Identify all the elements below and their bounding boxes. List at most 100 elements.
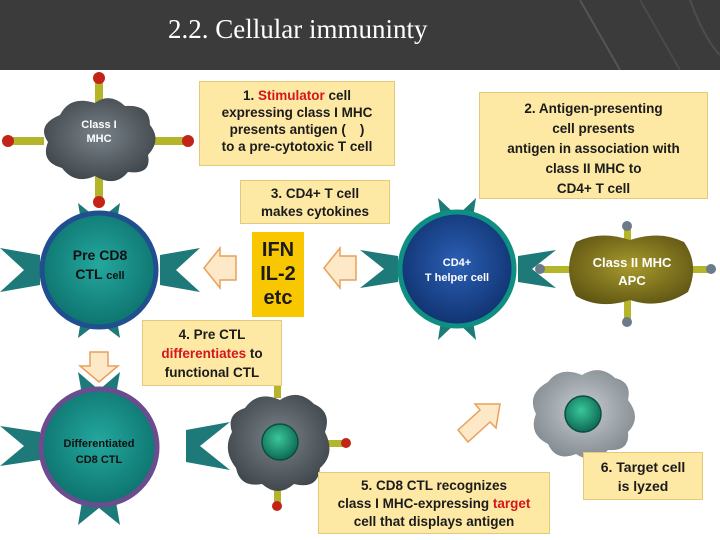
step-4-line1: 4. Pre CTL xyxy=(178,327,246,342)
tcr-receptor-icon xyxy=(518,250,556,288)
step-2-line1: 2. Antigen-presenting xyxy=(524,101,663,116)
arrow-left-icon xyxy=(203,245,237,291)
step-5-line2: class I MHC-expressing xyxy=(337,496,490,511)
step-4-highlight: differentiates xyxy=(161,346,247,361)
step-2-line2: cell presents xyxy=(552,121,635,136)
step-1-line1: cell xyxy=(328,88,352,103)
step-4-line2: to xyxy=(249,346,263,361)
apc-label-line1: Class II MHC xyxy=(592,255,672,270)
antigen-icon xyxy=(2,135,14,147)
helper-label-line2: T helper cell xyxy=(424,272,490,284)
helper-body xyxy=(397,209,517,329)
antigen-icon xyxy=(622,317,632,327)
step-1-line4: to a pre-cytotoxic T cell xyxy=(221,139,373,154)
step-6-box: 6. Target cell is lyzed xyxy=(583,452,703,500)
step-3-line1: 3. CD4+ T cell xyxy=(270,186,360,201)
antigen-icon xyxy=(272,501,282,511)
step-3-box: 3. CD4+ T cell makes cytokines xyxy=(240,180,390,224)
mhc-stalk xyxy=(8,137,44,145)
step-1-box: 1. Stimulator cell expressing class I MH… xyxy=(199,81,395,166)
step-3-line2: makes cytokines xyxy=(260,204,370,219)
helper-label: CD4+ T helper cell xyxy=(404,256,510,286)
arrow-left-icon xyxy=(323,245,357,291)
step-1-number: 1. xyxy=(242,88,255,103)
tcr-receptor-icon xyxy=(0,426,40,466)
pre-ctl-body xyxy=(39,210,159,330)
differentiated-label-line1: Differentiated xyxy=(63,438,135,450)
nucleus-icon xyxy=(564,395,602,433)
pre-ctl-label: Pre CD8 CTL cell xyxy=(50,246,150,286)
step-6-line2: is lyzed xyxy=(617,478,669,494)
step-2-line3: antigen in association with xyxy=(507,141,680,156)
tcr-receptor-icon xyxy=(360,250,398,288)
mhc-stalk xyxy=(95,78,103,106)
antigen-icon xyxy=(706,264,716,274)
arrow-diagonal-icon xyxy=(456,403,501,444)
step-1-line3: presents antigen ( xyxy=(229,122,346,137)
differentiated-ctl-cell xyxy=(0,372,230,525)
antigen-icon xyxy=(622,221,632,231)
cytokine-ifn: IFN xyxy=(261,239,295,261)
stimulator-label-line2: MHC xyxy=(86,133,112,145)
mhc-stalk xyxy=(274,376,281,398)
differentiated-label: Differentiated CD8 CTL xyxy=(44,436,154,468)
step-5-line3: cell that displays antigen xyxy=(353,514,515,529)
step-4-box: 4. Pre CTL differentiates to functional … xyxy=(142,320,282,386)
stimulator-label: Class I MHC xyxy=(62,118,136,146)
step-1-highlight: Stimulator xyxy=(257,88,325,103)
step-1-line2: expressing class I MHC xyxy=(221,105,373,120)
differentiated-body xyxy=(38,386,160,508)
mhc-stalk xyxy=(274,486,281,506)
pre-ctl-cell xyxy=(0,203,200,338)
lyzed-cell xyxy=(532,370,635,460)
differentiated-label-line2: CD8 CTL xyxy=(75,454,123,466)
apc-label: Class II MHC APC xyxy=(576,254,688,290)
step-4-line3: functional CTL xyxy=(164,365,260,380)
apc-cell xyxy=(535,221,716,327)
tcr-receptor-icon xyxy=(160,248,200,292)
mhc-stalk xyxy=(624,226,631,248)
cytokine-il2: IL-2 xyxy=(260,263,296,285)
step-6-line1: 6. Target cell xyxy=(600,459,686,475)
mhc-stalk xyxy=(152,137,188,145)
mhc-stalk xyxy=(322,440,346,447)
step-1-line3-end: ) xyxy=(359,122,365,137)
pre-ctl-label-suffix: cell xyxy=(106,270,125,282)
cytokine-etc: etc xyxy=(263,287,293,309)
antigen-icon xyxy=(93,72,105,84)
antigen-icon xyxy=(93,196,105,208)
stimulator-body xyxy=(44,98,156,182)
pre-ctl-label-line2: CTL xyxy=(75,266,103,282)
step-5-line1: 5. CD8 CTL recognizes xyxy=(360,478,508,493)
diagram-canvas xyxy=(0,72,716,525)
helper-cell xyxy=(360,198,556,340)
stimulator-label-line1: Class I xyxy=(81,119,117,131)
step-5-box: 5. CD8 CTL recognizes class I MHC-expres… xyxy=(318,472,550,534)
diagram-panel: 1. Stimulator cell expressing class I MH… xyxy=(0,70,720,540)
step-2-line5: CD4+ T cell xyxy=(556,181,631,196)
tcr-receptor-icon xyxy=(0,248,40,292)
tcr-receptor-icon xyxy=(186,422,230,470)
antigen-icon xyxy=(341,438,351,448)
antigen-icon xyxy=(535,264,545,274)
apc-body xyxy=(569,235,694,305)
apc-label-line2: APC xyxy=(618,273,646,288)
step-5-highlight: target xyxy=(492,496,531,511)
helper-label-line1: CD4+ xyxy=(442,257,472,269)
mhc-stalk xyxy=(95,170,103,200)
slide-title: 2.2. Cellular immuninty xyxy=(168,14,428,44)
mhc-stalk xyxy=(624,294,631,320)
mhc-stalk xyxy=(685,266,711,273)
antigen-icon xyxy=(182,135,194,147)
nucleus-icon xyxy=(261,423,299,461)
stimulator-cell xyxy=(2,72,194,208)
cytokine-box: IFN IL-2 etc xyxy=(252,232,304,317)
step-2-line4: class II MHC to xyxy=(545,161,642,176)
step-2-box: 2. Antigen-presenting cell presents anti… xyxy=(479,92,708,199)
pre-ctl-label-line1: Pre CD8 xyxy=(72,247,128,263)
mhc-stalk xyxy=(540,266,570,273)
title-bar: 2.2. Cellular immuninty xyxy=(0,0,720,70)
title-decoration xyxy=(579,0,720,70)
arrow-down-icon xyxy=(77,351,121,383)
